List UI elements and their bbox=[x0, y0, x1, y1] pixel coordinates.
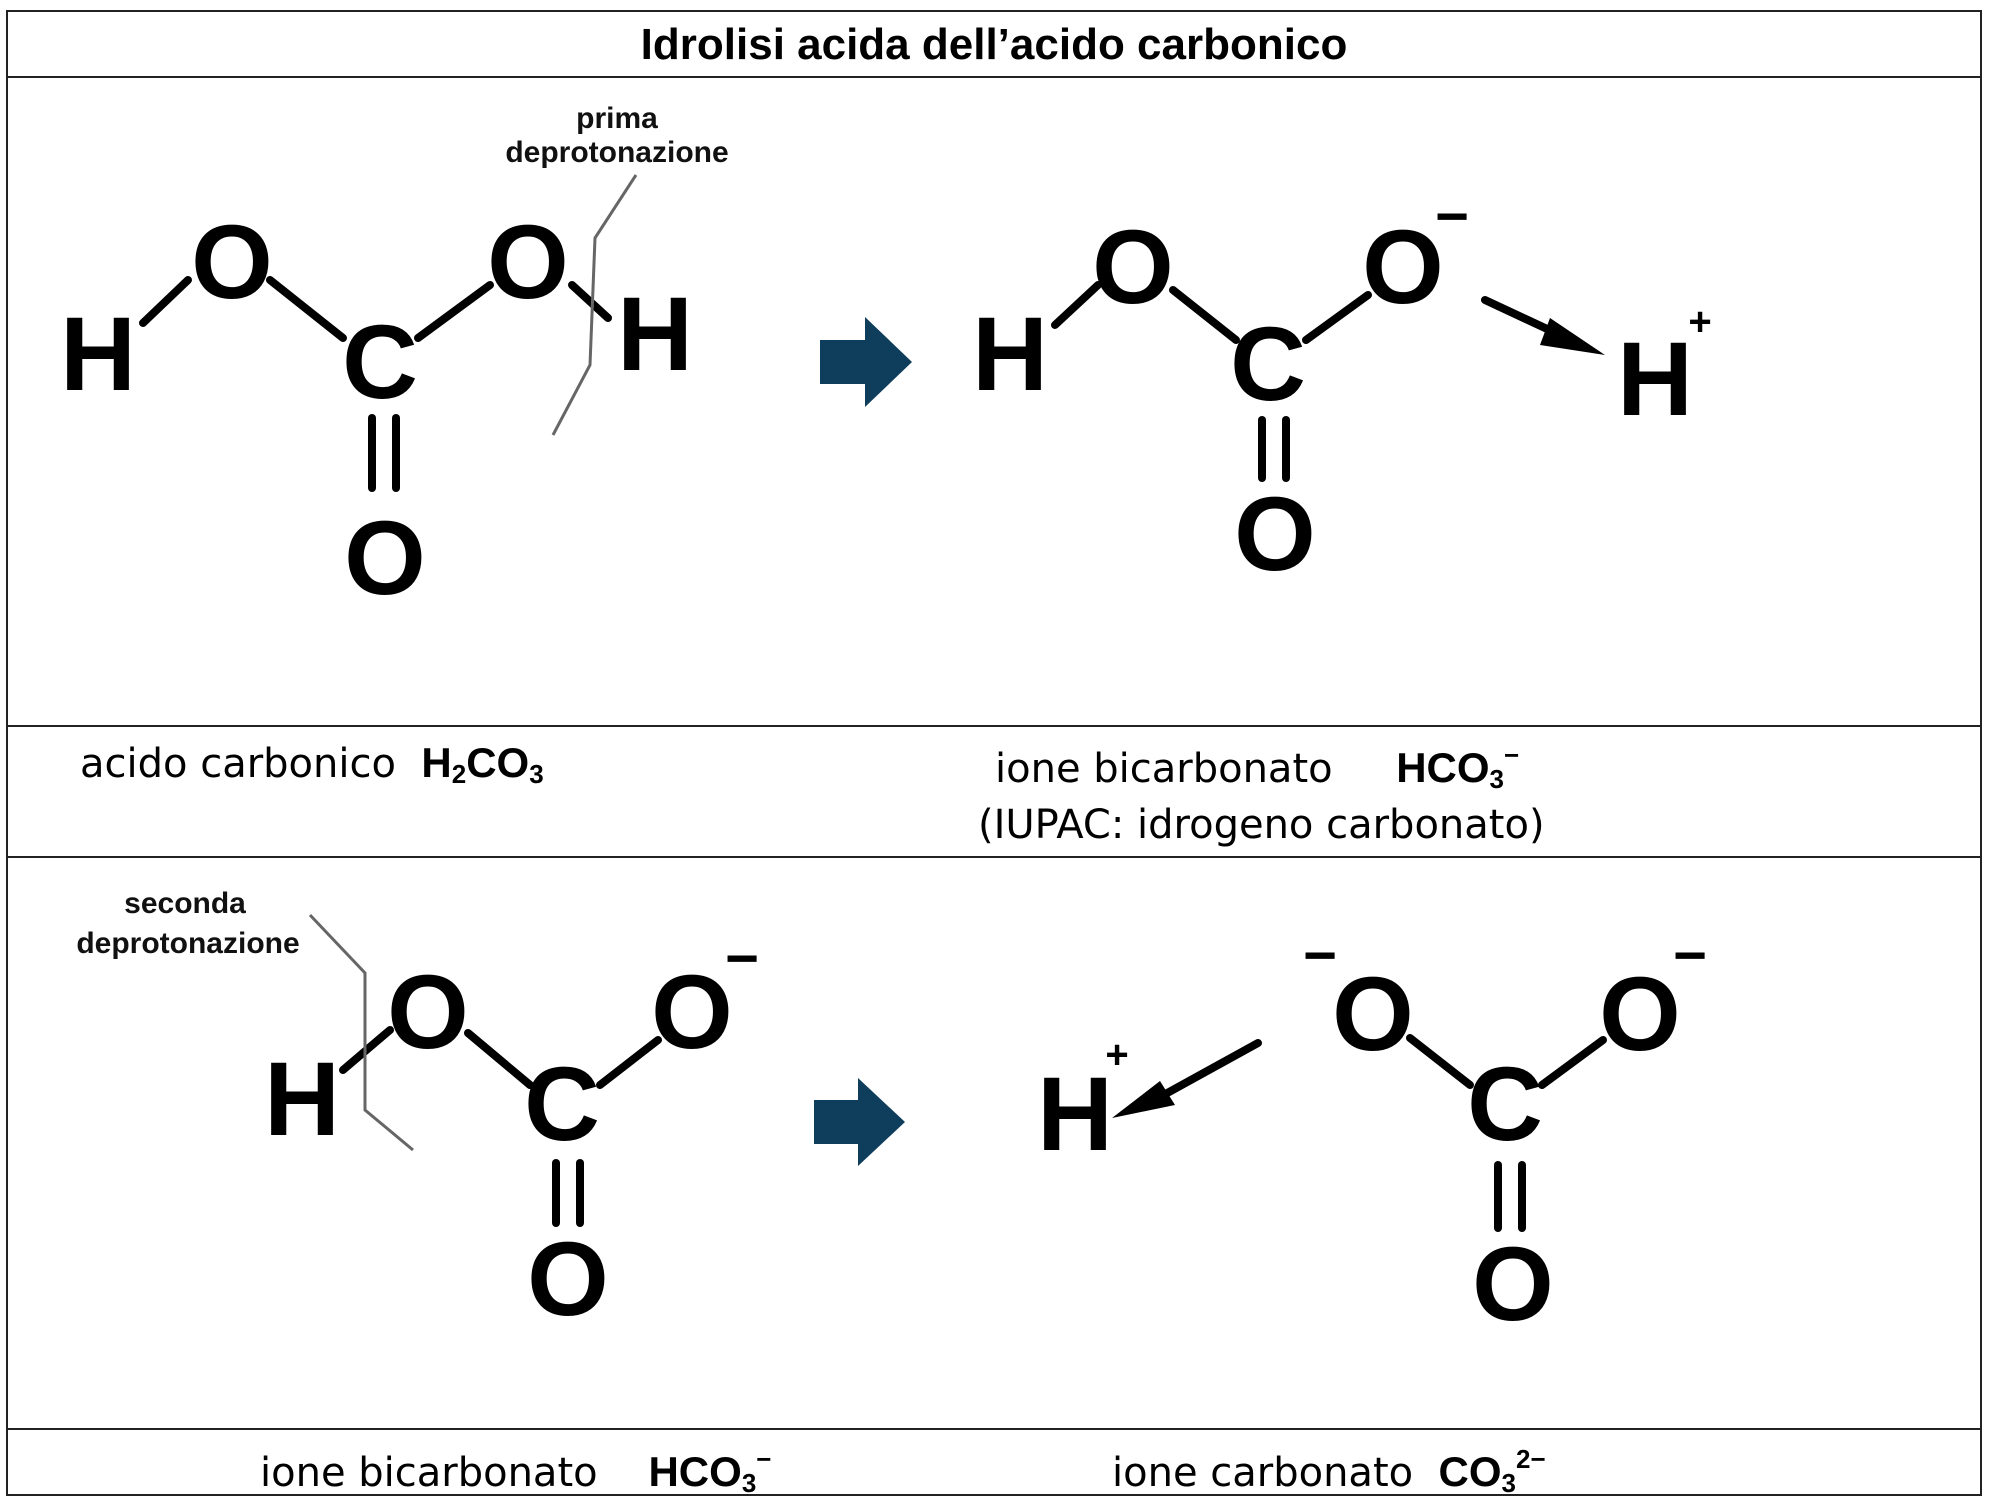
atom-o: O bbox=[651, 954, 733, 1071]
bond bbox=[1169, 286, 1240, 344]
annotation-label: prima bbox=[576, 102, 658, 135]
charge-plus: + bbox=[1688, 300, 1711, 344]
atom-c: C bbox=[524, 1046, 600, 1163]
caption-formula: HCO3− bbox=[648, 1444, 772, 1498]
charge-minus: − bbox=[1673, 923, 1707, 988]
atom-o: O bbox=[527, 1221, 609, 1338]
annotation-label: deprotonazione bbox=[76, 927, 299, 960]
bond bbox=[464, 1029, 534, 1089]
caption-name: ione carbonato bbox=[1112, 1450, 1414, 1496]
bond bbox=[568, 281, 612, 322]
arrow-head-icon bbox=[1540, 318, 1605, 355]
charge-minus: − bbox=[1435, 184, 1469, 249]
caption-name: ione bicarbonato bbox=[995, 746, 1333, 792]
bond bbox=[1406, 1034, 1474, 1089]
atom-o: O bbox=[1362, 209, 1444, 326]
atom-o: O bbox=[387, 954, 469, 1071]
caption-formula: CO32− bbox=[1438, 1444, 1546, 1498]
caption-name: ione bicarbonato bbox=[260, 1450, 598, 1496]
atom-o: O bbox=[1472, 1226, 1554, 1343]
atom-h: H bbox=[60, 296, 136, 413]
atom-c: C bbox=[1467, 1046, 1543, 1163]
bond bbox=[1538, 1036, 1607, 1089]
annotation-label: seconda bbox=[124, 887, 246, 920]
atom-o: O bbox=[191, 204, 273, 321]
reaction-arrow-icon bbox=[814, 1078, 905, 1166]
bond bbox=[1051, 281, 1102, 329]
bond bbox=[1302, 291, 1372, 344]
bond bbox=[266, 276, 347, 342]
charge-plus: + bbox=[1105, 1033, 1128, 1077]
molecule-bicarbonate-2: H O C O − O seconda deprotonazione bbox=[76, 887, 759, 1338]
divider bbox=[6, 76, 1982, 78]
deprotonation-cut-line bbox=[551, 174, 638, 436]
page-title: Idrolisi acida dell’acido carbonico bbox=[640, 20, 1348, 69]
divider bbox=[6, 725, 1982, 727]
caption-bicarbonate-2: ione bicarbonato HCO3− bbox=[260, 1446, 771, 1496]
diagram-frame bbox=[6, 10, 1982, 1496]
reaction-arrow-icon bbox=[820, 317, 912, 407]
molecule-carbonate: H + − O C O − O bbox=[1037, 923, 1707, 1343]
atom-h: H bbox=[264, 1041, 340, 1158]
caption-formula: HCO3− bbox=[1396, 740, 1520, 794]
deprotonation-cut-line bbox=[308, 913, 414, 1152]
divider bbox=[6, 856, 1982, 858]
atom-h: H bbox=[972, 296, 1048, 413]
bond bbox=[596, 1036, 662, 1089]
atom-o: O bbox=[1092, 209, 1174, 326]
caption-carbonic-acid: acido carbonico H2CO3 bbox=[80, 739, 544, 789]
atom-c: C bbox=[1230, 306, 1306, 423]
atom-h: H bbox=[1617, 321, 1693, 438]
bond bbox=[414, 281, 494, 342]
molecule-bicarbonate: H O C O − O H + bbox=[972, 184, 1712, 593]
caption-name: acido carbonico bbox=[80, 741, 396, 787]
molecule-carbonic-acid: H O C O H O prima deprotonazione bbox=[60, 102, 729, 617]
caption-formula: H2CO3 bbox=[421, 739, 544, 789]
atom-o: O bbox=[1332, 956, 1414, 1073]
proton-release-arrow bbox=[1156, 1039, 1262, 1101]
atom-o: O bbox=[344, 500, 426, 617]
atom-h: H bbox=[1037, 1056, 1113, 1173]
charge-minus: − bbox=[1303, 923, 1337, 988]
caption-carbonate: ione carbonato CO32− bbox=[1112, 1446, 1546, 1496]
atom-o: O bbox=[1234, 476, 1316, 593]
atom-c: C bbox=[342, 304, 418, 421]
charge-minus: − bbox=[725, 926, 759, 991]
caption-bicarbonate: ione bicarbonato HCO3− bbox=[995, 742, 1519, 792]
divider bbox=[6, 1428, 1982, 1430]
bond bbox=[139, 276, 192, 327]
arrow-head-icon bbox=[1112, 1081, 1175, 1118]
annotation-label: deprotonazione bbox=[505, 136, 728, 169]
atom-o: O bbox=[487, 204, 569, 321]
atom-o: O bbox=[1599, 956, 1681, 1073]
caption-iupac-name: (IUPAC: idrogeno carbonato) bbox=[978, 802, 1545, 848]
atom-h: H bbox=[617, 276, 693, 393]
